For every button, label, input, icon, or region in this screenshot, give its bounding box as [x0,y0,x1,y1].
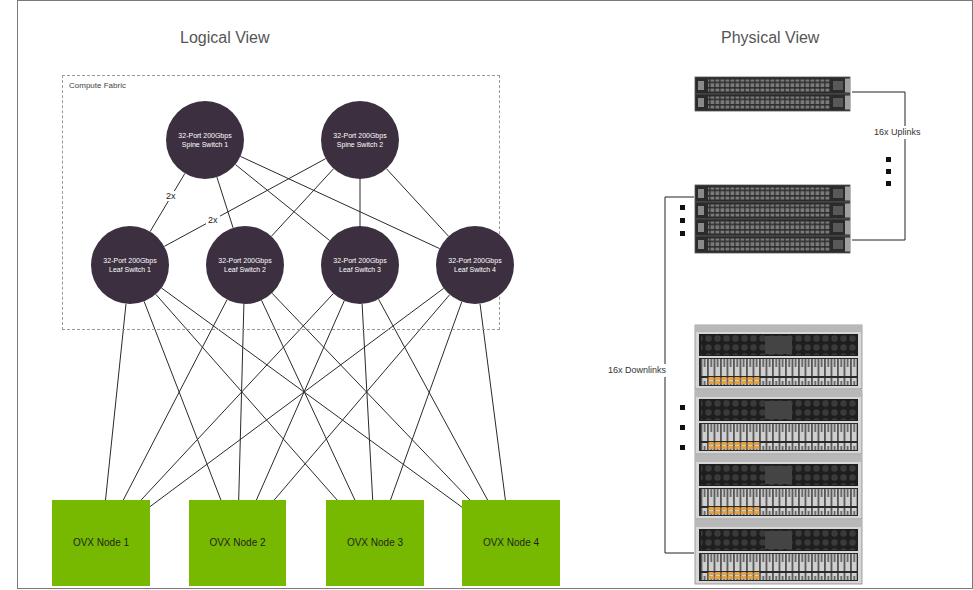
ovx-server [695,325,862,389]
ovx-node-box: OVX Node 3 [326,500,424,586]
ovx-server [695,520,862,584]
link-line [239,304,244,500]
ellipsis-dot [680,425,685,430]
ovx-node-box: OVX Node 1 [52,500,150,586]
link-line [274,295,450,500]
switch-circle: 32-Port 200Gbps Leaf Switch 4 [436,226,514,304]
link-line [360,179,361,226]
frame [18,1,973,589]
view-title: Physical View [719,28,821,48]
leaf-switch [695,219,850,236]
link-line [391,302,462,500]
link-line [271,169,333,237]
node-label: OVX Node 2 [205,537,269,549]
link-line [141,294,333,501]
link-count-note: 16x Uplinks [871,126,924,139]
ellipsis-dot [886,157,891,162]
node-label: OVX Node 4 [479,537,543,549]
link-line [150,173,185,231]
link-line [144,301,221,500]
node-label: OVX Node 3 [343,537,407,549]
switch-label: 32-Port 200Gbps Spine Switch 1 [176,131,234,149]
switch-label: 32-Port 200Gbps Leaf Switch 3 [331,256,389,274]
switch-label: 32-Port 200Gbps Leaf Switch 1 [101,256,159,274]
link-count-note: 16x Downlinks [605,364,669,377]
switch-circle: 32-Port 200Gbps Leaf Switch 2 [206,226,284,304]
switch-label: 32-Port 200Gbps Spine Switch 2 [331,131,389,149]
switch-circle: 32-Port 200Gbps Leaf Switch 3 [321,226,399,304]
ovx-server [695,390,862,454]
link-line [262,300,355,500]
node-label: OVX Node 1 [69,537,133,549]
link-line [106,304,127,500]
group-title: Compute Fabric [69,81,493,91]
spine-switch [695,94,850,111]
uplink-bracket [852,92,905,240]
link-line [362,304,373,500]
ellipsis-dot [680,231,685,236]
switch-label: 32-Port 200Gbps Leaf Switch 2 [216,256,274,274]
fabric-group: Compute Fabric 32-Port 200Gbps Spine Swit… [62,75,500,330]
link-line [156,294,337,500]
spine-switch [695,77,850,94]
leaf-switch [695,236,850,253]
link-line [480,304,505,500]
link-line [386,169,448,237]
ellipsis-dot [886,181,891,186]
ovx-node-box: OVX Node 2 [189,500,286,586]
leaf-switch [695,185,850,202]
ovx-server [695,455,862,519]
ellipsis-dot [680,445,685,450]
switch-label: 32-Port 200Gbps Leaf Switch 4 [446,256,504,274]
ellipsis-dot [680,405,685,410]
ellipsis-dot [886,169,891,174]
downlink-bracket [665,197,694,553]
switch-circle: 32-Port 200Gbps Leaf Switch 1 [91,226,169,304]
ellipsis-dot [680,218,685,223]
view-title: Logical View [178,28,272,48]
switch-circle: 32-Port 200Gbps Spine Switch 2 [321,101,399,179]
link-multiplier: 2x [164,191,178,201]
ovx-node-box: OVX Node 4 [462,500,560,586]
ellipsis-dot [680,205,685,210]
switch-circle: 32-Port 200Gbps Spine Switch 1 [166,101,244,179]
link-line [162,288,463,507]
link-multiplier: 2x [206,215,220,225]
leaf-switch [695,202,850,219]
